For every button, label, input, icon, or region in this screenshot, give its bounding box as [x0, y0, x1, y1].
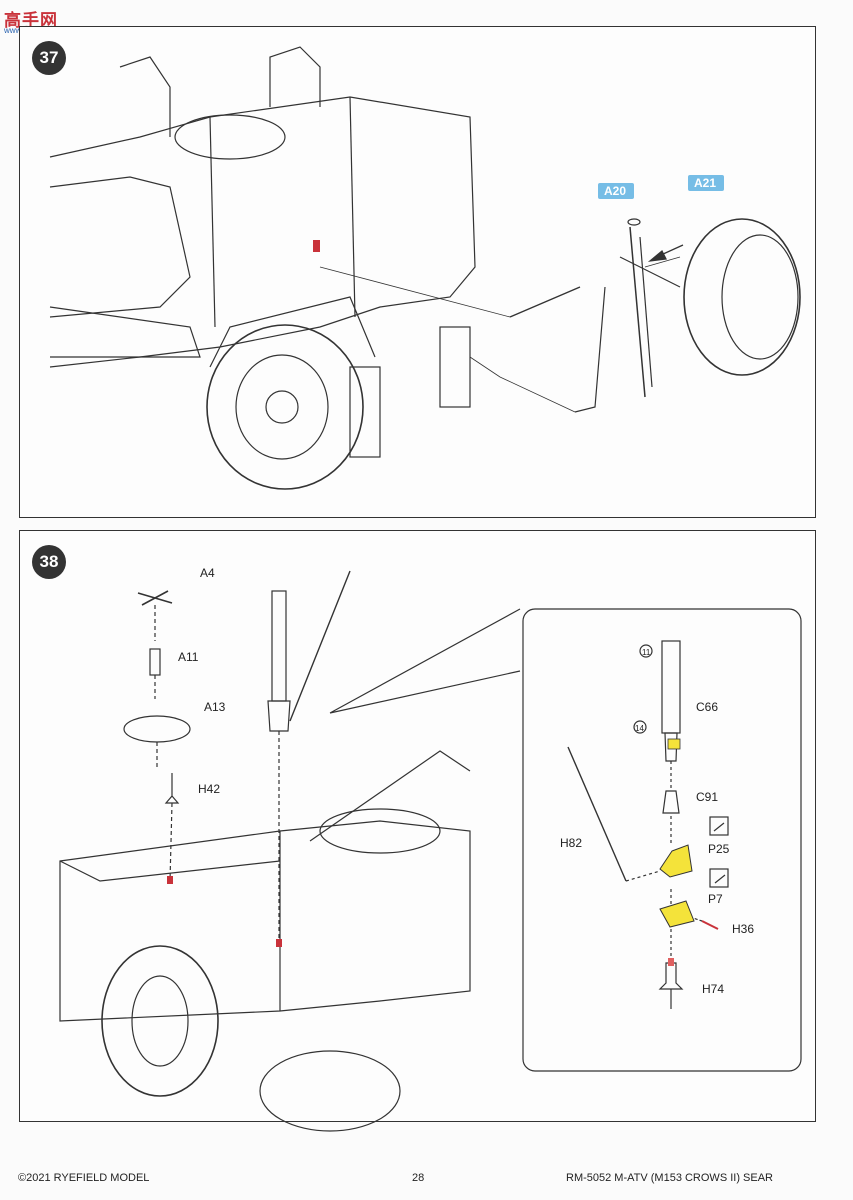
- step-38-panel: 38: [19, 530, 816, 1132]
- vehicle-rear-body: [59, 820, 471, 1022]
- marker-14-text: 14: [635, 724, 644, 733]
- mud-flap-right: [439, 326, 471, 408]
- label-h74: H74: [702, 982, 724, 996]
- rear-wheel-hub: [235, 354, 329, 460]
- part-a13: [123, 715, 191, 743]
- part-c91: [662, 790, 680, 814]
- red-marker: [668, 958, 674, 966]
- glue-icon: [709, 868, 729, 888]
- rear-wheel: [259, 1050, 401, 1132]
- part-p7-highlight: [659, 900, 695, 928]
- label-p7: P7: [708, 892, 723, 906]
- callout-a21: A21: [688, 175, 724, 191]
- part-h36: [701, 920, 719, 930]
- label-h82: H82: [560, 836, 582, 850]
- spare-tire: [683, 218, 801, 376]
- footer-copyright: ©2021 RYEFIELD MODEL: [18, 1172, 150, 1184]
- antenna-mast: [271, 590, 287, 702]
- arrow-a21: [647, 249, 667, 262]
- footer-page-number: 28: [412, 1172, 425, 1184]
- marker-11: [639, 644, 653, 658]
- whip-antenna: [289, 570, 351, 722]
- label-c91: C91: [696, 790, 718, 804]
- antenna-mount: [269, 46, 321, 107]
- turret-ring: [319, 808, 441, 854]
- red-marker: [167, 876, 173, 884]
- rear-tire: [206, 324, 364, 490]
- vehicle-door: [49, 176, 191, 318]
- part-p25-highlight: [659, 844, 693, 878]
- part-h74: [658, 962, 684, 990]
- label-a4: A4: [200, 566, 215, 580]
- svg-text:A20: A20: [604, 184, 626, 198]
- spare-tire-sidewall: [721, 234, 799, 360]
- red-marker: [313, 240, 320, 252]
- part-h42: [164, 773, 180, 804]
- label-a13: A13: [204, 700, 226, 714]
- marker-14: [633, 720, 647, 734]
- part-a11: [149, 648, 161, 676]
- marker-11-text: 11: [642, 648, 651, 657]
- detail-inset: [522, 608, 802, 1072]
- step-37-illustration: A20 A21: [49, 46, 801, 490]
- red-marker: [276, 939, 282, 947]
- glue-icon: [709, 816, 729, 836]
- label-h36: H36: [732, 922, 754, 936]
- part-h82: [567, 746, 627, 882]
- watermark-logo: 高手网: [4, 11, 58, 30]
- hatch: [174, 114, 286, 160]
- label-c66: C66: [696, 700, 718, 714]
- step-38-number: 38: [32, 545, 66, 579]
- mud-flap-left: [349, 366, 381, 458]
- vehicle-body-outline: [49, 96, 476, 368]
- label-a11: A11: [178, 650, 199, 664]
- footer-model: RM-5052 M-ATV (M153 CROWS II) SEAR: [566, 1172, 773, 1184]
- part-c66: [661, 640, 681, 734]
- label-h42: H42: [198, 782, 220, 796]
- step-37-number: 37: [32, 41, 66, 75]
- callout-a20: A20: [598, 183, 634, 199]
- part-a4: [137, 590, 173, 606]
- step-38-illustration: A4 A11 A13 H42 11 14 C66 C91 H82 P25 P7 …: [59, 566, 802, 1132]
- spare-tire-rear: [101, 945, 219, 1097]
- svg-text:A21: A21: [694, 176, 716, 190]
- label-p25: P25: [708, 842, 730, 856]
- spare-tire-bracket: [629, 226, 646, 398]
- step-37-panel: 37: [19, 26, 816, 518]
